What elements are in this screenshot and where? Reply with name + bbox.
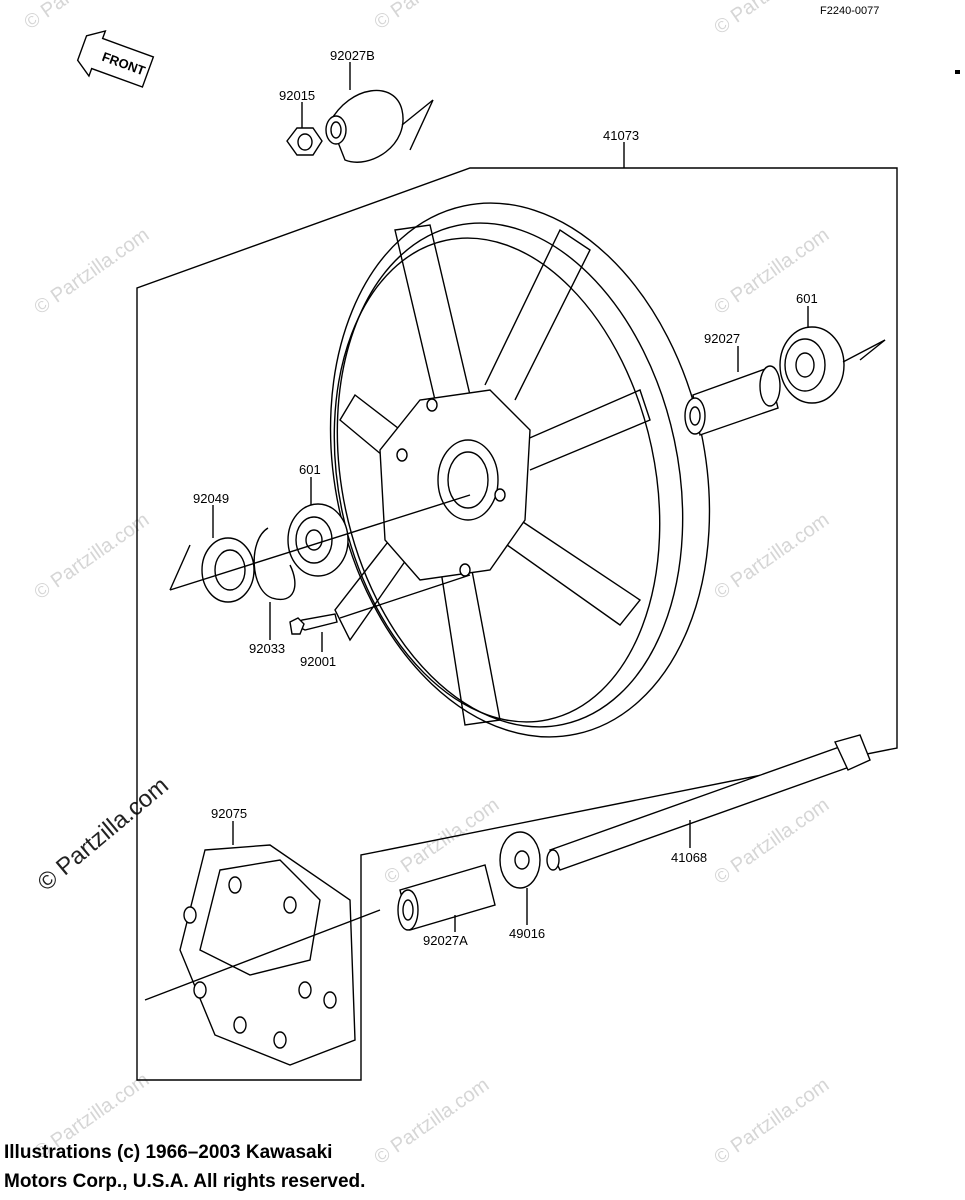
watermark: © Partzilla.com <box>710 1074 833 1169</box>
axle-41068 <box>546 734 871 871</box>
label-92027B: 92027B <box>330 48 375 63</box>
bolt-92001 <box>289 613 338 635</box>
label-92049: 92049 <box>193 491 229 506</box>
label-92027A: 92027A <box>423 933 468 948</box>
figure-code: F2240-0077 <box>820 5 879 17</box>
front-arrow: FRONT <box>76 29 155 88</box>
label-41073: 41073 <box>603 128 639 143</box>
label-49016: 49016 <box>509 926 545 941</box>
collar-92027B <box>325 89 404 163</box>
copyright-line-1: Illustrations (c) 1966–2003 Kawasaki <box>4 1142 333 1163</box>
watermark: © Partzilla.com <box>370 0 493 34</box>
nut-92015 <box>286 127 323 156</box>
label-92015: 92015 <box>279 88 315 103</box>
label-601-left: 601 <box>299 462 321 477</box>
scan-mark <box>955 70 960 74</box>
spacer-92027A <box>397 864 496 931</box>
collar-49016 <box>499 831 541 889</box>
bearing-601-left <box>287 503 349 577</box>
watermark: © Partzilla.com <box>710 0 833 39</box>
watermark: © Partzilla.com <box>710 509 833 604</box>
label-601-right: 601 <box>796 291 818 306</box>
leader-lines <box>212 62 809 932</box>
watermark: © Partzilla.com <box>20 0 143 34</box>
part-labels: 92027B 92015 41073 601 92027 601 92049 9… <box>193 48 818 948</box>
assembly-outline <box>136 167 898 1081</box>
watermark: © Partzilla.com <box>30 509 153 604</box>
watermark: © Partzilla.com <box>30 224 153 319</box>
label-92001: 92001 <box>300 654 336 669</box>
spacer-92027 <box>684 365 781 436</box>
bearing-601-right <box>779 326 845 404</box>
damper-92075 <box>179 844 356 1066</box>
label-92027: 92027 <box>704 331 740 346</box>
label-41068: 41068 <box>671 850 707 865</box>
copyright-notice: Illustrations (c) 1966–2003 Kawasaki Mot… <box>4 1138 704 1196</box>
oil-seal-92049 <box>201 537 255 603</box>
watermark-main: © Partzilla.com <box>33 772 174 897</box>
circlip-92033 <box>253 527 296 601</box>
label-92075: 92075 <box>211 806 247 821</box>
wheel-41073 <box>329 202 711 738</box>
copyright-line-2: Motors Corp., U.S.A. All rights reserved… <box>4 1171 366 1192</box>
label-92033: 92033 <box>249 641 285 656</box>
